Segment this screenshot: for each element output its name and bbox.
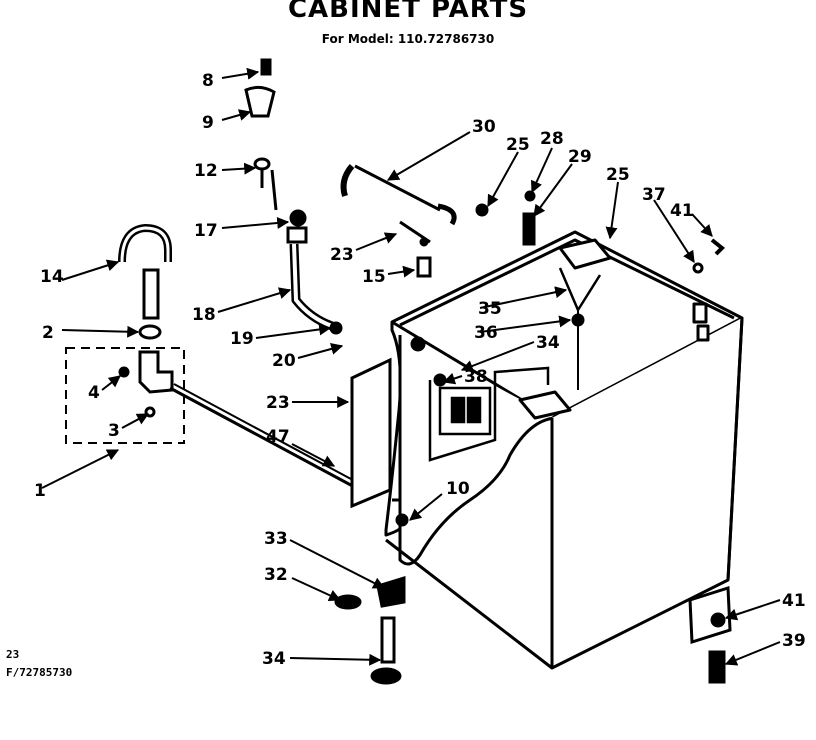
callout-8: 8 — [202, 71, 214, 91]
callout-labels: 8 9 12 17 14 2 4 3 1 18 19 20 23 47 10 3… — [34, 71, 806, 669]
callout-25: 25 — [606, 165, 630, 185]
callout-3: 3 — [108, 421, 120, 441]
callout-19: 20 — [272, 351, 296, 371]
leveling-legs — [334, 575, 732, 685]
callout-31: 29 — [568, 147, 592, 167]
callout-36: 37 — [642, 185, 666, 205]
callout-39: 41 — [782, 591, 806, 611]
drawing-code-line-1: 23 — [6, 648, 20, 661]
inlet-hose-assembly — [65, 223, 365, 492]
callout-12: 12 — [194, 161, 218, 181]
callout-29: 34 — [262, 649, 286, 669]
callout-23-top: 25 — [506, 135, 530, 155]
back-panel — [350, 336, 447, 527]
callout-28: 33 — [264, 529, 288, 549]
callout-30: 28 — [540, 129, 564, 149]
control-box — [428, 366, 550, 462]
callout-33: 34 — [536, 333, 560, 353]
callout-9: 9 — [202, 113, 214, 133]
callout-37: 38 — [464, 367, 488, 387]
callout-4: 4 — [88, 383, 100, 403]
callout-47: 47 — [266, 427, 290, 447]
callout-34: 35 — [478, 299, 502, 319]
callout-15: 15 — [362, 267, 386, 287]
callout-20: 23 — [266, 393, 290, 413]
diagram-subtitle: For Model: 110.72786730 — [321, 32, 495, 46]
fill-hose-parts — [244, 58, 343, 335]
leader-lines — [41, 67, 781, 666]
callout-1: 1 — [34, 481, 46, 501]
callout-17: 18 — [192, 305, 216, 325]
callout-38: 39 — [782, 631, 806, 651]
diagram-title: CABINET PARTS — [287, 0, 529, 24]
cabinet — [384, 230, 744, 670]
callout-23-left: 23 — [330, 245, 354, 265]
callout-32: 30 — [472, 117, 496, 137]
callout-26: 32 — [264, 565, 288, 585]
callout-2: 2 — [42, 323, 54, 343]
callout-16: 17 — [194, 221, 218, 241]
drawing-code-line-2: F/72785730 — [6, 666, 73, 679]
callout-41: 41 — [670, 201, 694, 221]
callout-18: 19 — [230, 329, 254, 349]
top-parts — [340, 164, 725, 278]
callout-14: 14 — [40, 267, 64, 287]
callout-35: 36 — [474, 323, 498, 343]
callout-10: 10 — [446, 479, 470, 499]
